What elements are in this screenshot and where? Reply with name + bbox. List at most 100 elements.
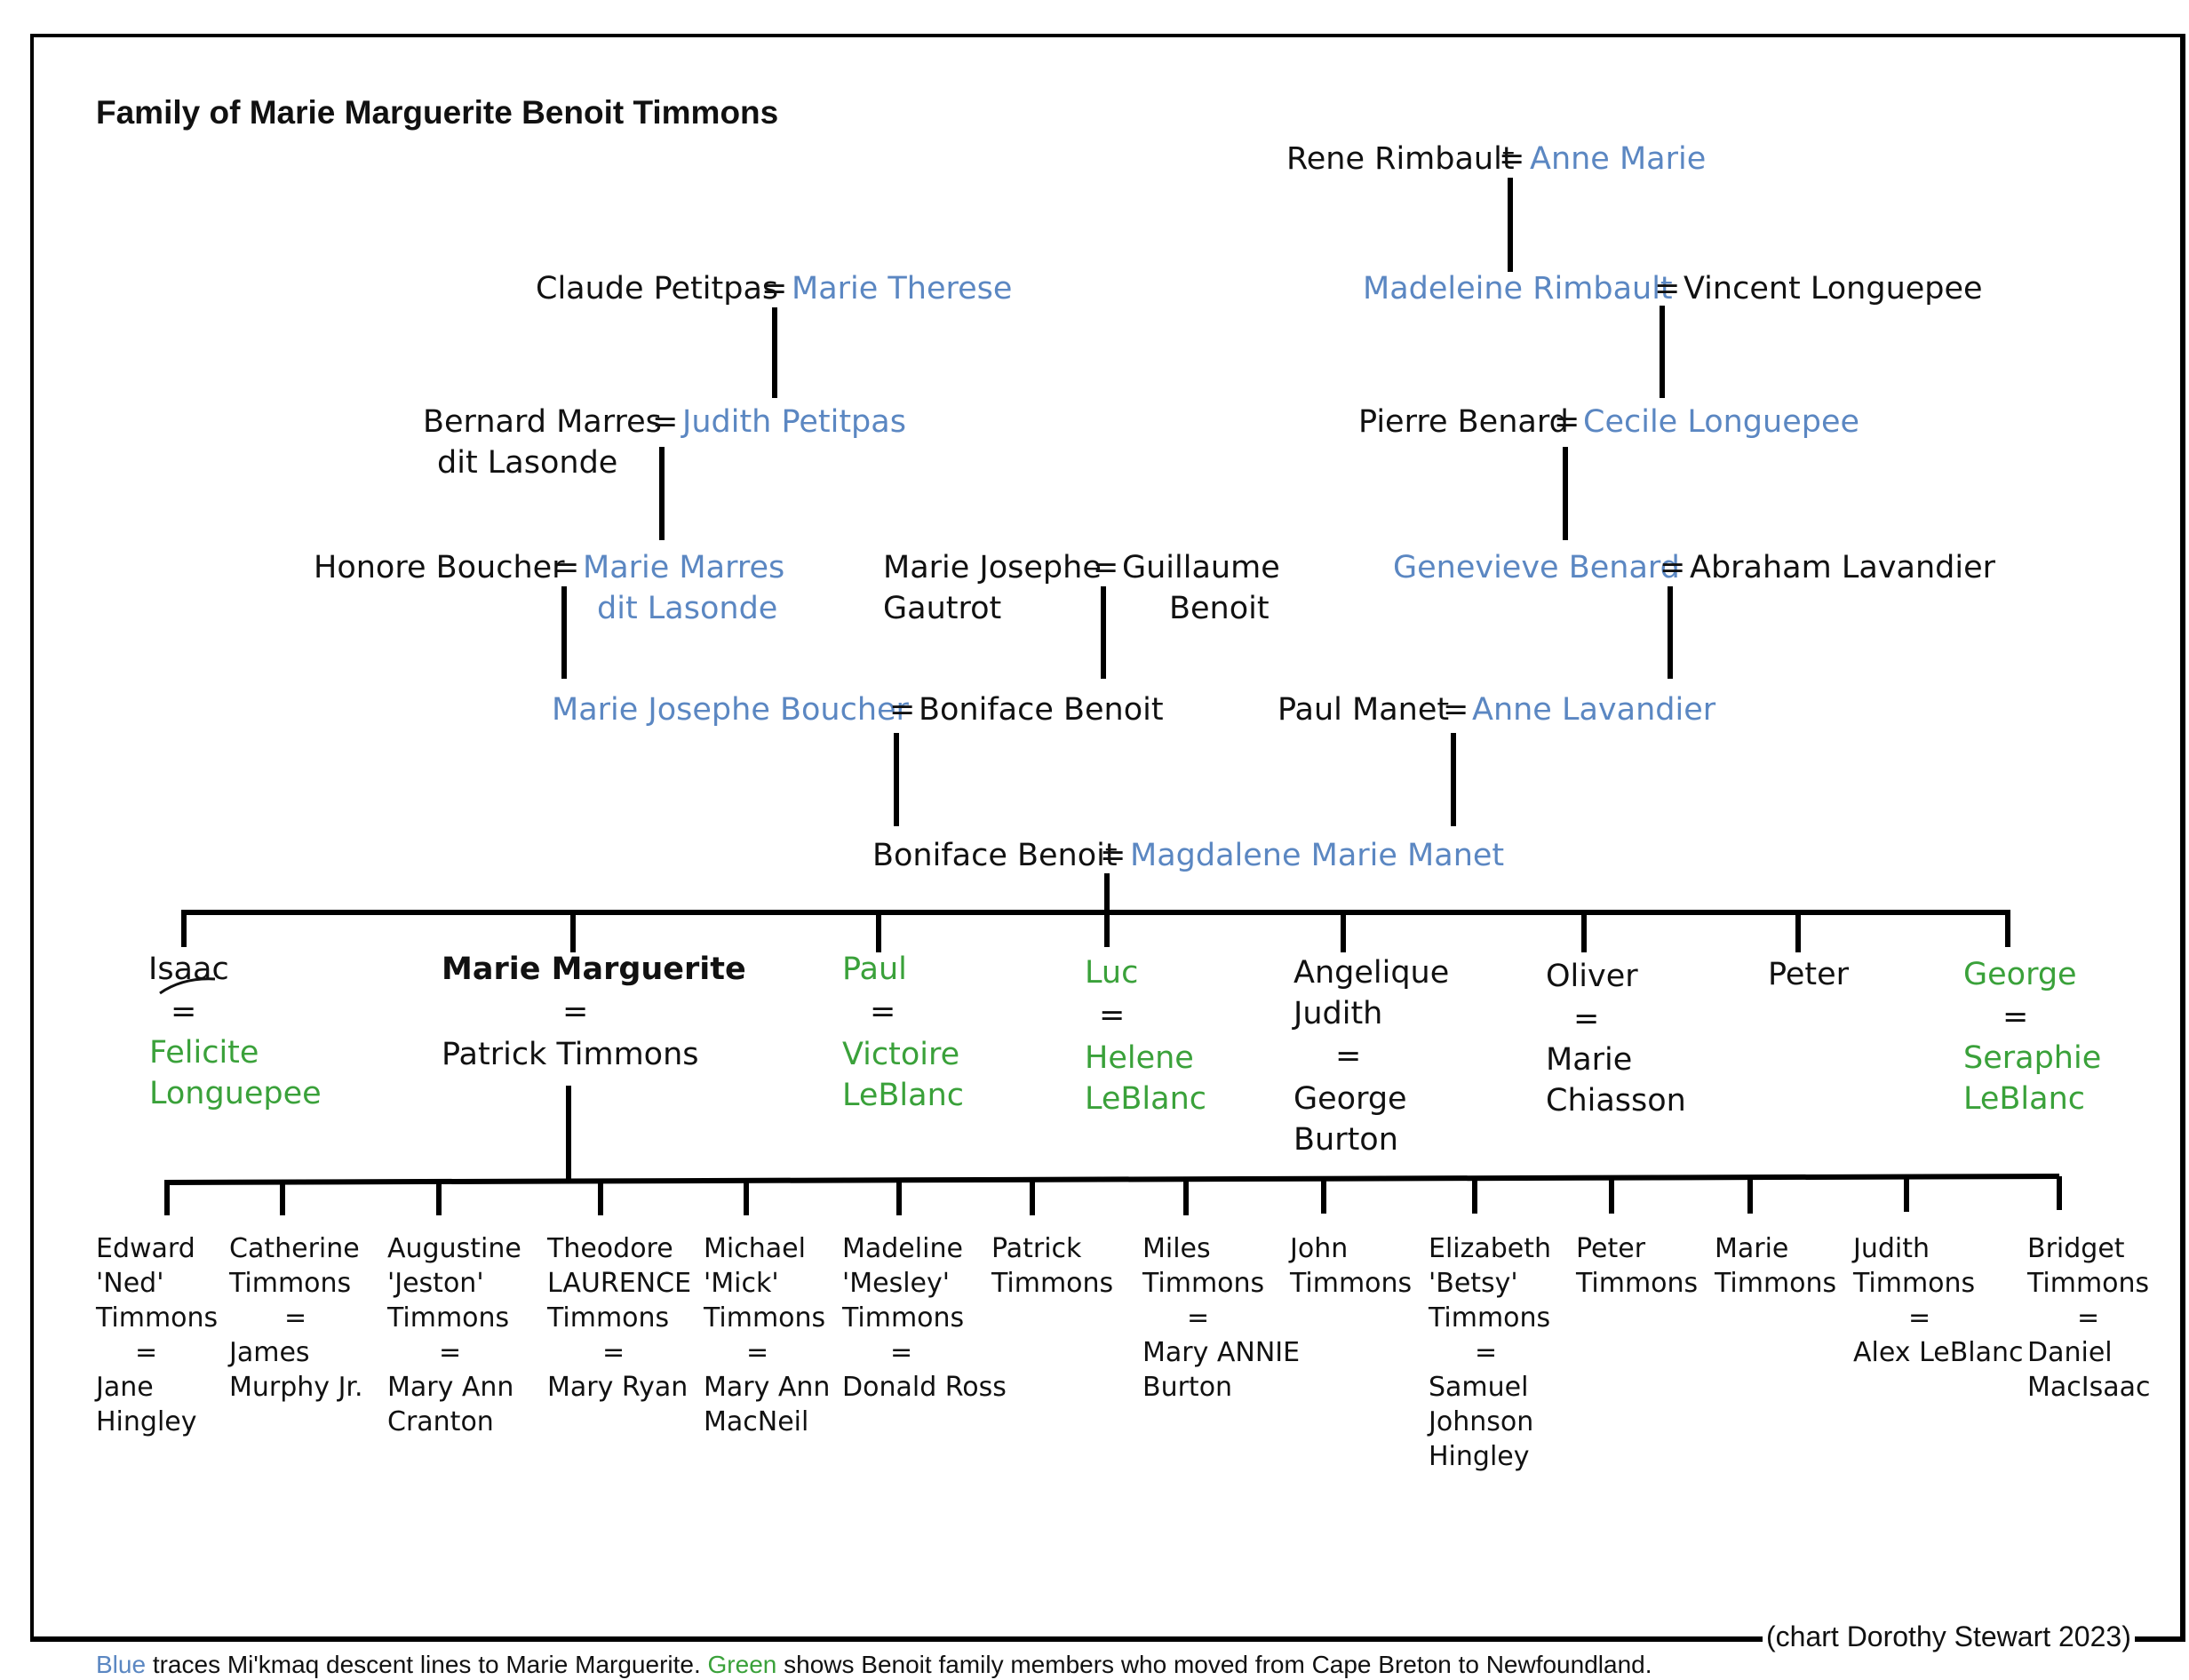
child-name-line: Michael: [704, 1233, 806, 1264]
sibling-judith: Judith: [1294, 996, 1383, 1031]
marriage-sign: =: [1187, 1302, 1210, 1334]
child-name-line: Samuel: [1429, 1372, 1529, 1403]
person-benoit: Benoit: [1169, 591, 1270, 626]
child-name-line: Miles: [1142, 1233, 1211, 1264]
child-name-line: Madeline: [842, 1233, 963, 1264]
sibling-luc: Luc: [1085, 955, 1139, 991]
child-name-line: MacNeil: [704, 1406, 809, 1437]
child-name-line: Mary Ryan: [547, 1372, 689, 1403]
marriage-sign: =: [1100, 838, 1126, 873]
child-name-line: Johnson: [1429, 1406, 1534, 1437]
marriage-sign: =: [889, 692, 916, 728]
child-name-line: 'Mick': [704, 1268, 779, 1299]
marriage-sign: =: [890, 1337, 913, 1368]
child-name-line: Cranton: [387, 1406, 494, 1437]
person-gautrot: Gautrot: [883, 591, 1002, 626]
marriage-sign: =: [1335, 1039, 1362, 1074]
person-marie-josephe-gautrot: Marie Josephe: [883, 550, 1102, 585]
person-marie-therese: Marie Therese: [792, 271, 1013, 307]
marriage-sign: =: [1554, 404, 1580, 440]
legend-green-text: shows Benoit family members who moved fr…: [776, 1651, 1652, 1678]
child-name-line: Timmons: [387, 1302, 510, 1334]
child-name-line: Edward: [96, 1233, 195, 1264]
spouse-leblanc: LeBlanc: [1085, 1081, 1207, 1117]
sibling-paul: Paul: [842, 951, 907, 987]
child-name-line: Daniel: [2027, 1337, 2113, 1368]
child-name-line: Catherine: [229, 1233, 360, 1264]
legend-green-word: Green: [707, 1651, 777, 1678]
child-name-line: Hingley: [96, 1406, 197, 1437]
marriage-sign: =: [602, 1337, 625, 1368]
marriage-sign: =: [1660, 550, 1686, 585]
person-cecile-longuepee: Cecile Longuepee: [1583, 404, 1860, 440]
person-paul-manet: Paul Manet: [1278, 692, 1450, 728]
spouse-burton: Burton: [1294, 1122, 1398, 1158]
person-marie-marres: Marie Marres: [583, 550, 785, 585]
child-name-line: Judith: [1853, 1233, 1930, 1264]
chart-frame: [30, 34, 2185, 1642]
child-name-line: Murphy Jr.: [229, 1372, 363, 1403]
chart-title: Family of Marie Marguerite Benoit Timmon…: [96, 94, 779, 131]
child-name-line: James: [229, 1337, 310, 1368]
child-name-line: Mary ANNIE: [1142, 1337, 1301, 1368]
child-name-line: Burton: [1142, 1372, 1233, 1403]
child-name-line: 'Jeston': [387, 1268, 484, 1299]
child-name-line: Timmons: [1429, 1302, 1551, 1334]
child-name-line: Timmons: [842, 1302, 965, 1334]
child-name-line: MacIsaac: [2027, 1372, 2151, 1403]
child-name-line: Elizabeth: [1429, 1233, 1552, 1264]
child-name-line: LAURENCE: [547, 1268, 692, 1299]
sibling-marie-marguerite: Marie Marguerite: [442, 951, 746, 987]
spouse-marie: Marie: [1546, 1042, 1633, 1078]
child-name-line: Mary Ann: [704, 1372, 831, 1403]
person-madeleine-rimbault: Madeleine Rimbault: [1363, 271, 1673, 307]
marriage-sign: =: [1499, 141, 1525, 177]
marriage-sign: =: [1099, 998, 1126, 1033]
marriage-sign: =: [652, 404, 679, 440]
marriage-sign: =: [562, 994, 589, 1030]
child-name-line: Marie: [1715, 1233, 1789, 1264]
person-honore-boucher: Honore Boucher: [314, 550, 565, 585]
marriage-sign: =: [1908, 1302, 1931, 1334]
marriage-sign: =: [870, 994, 896, 1030]
spouse-patrick-timmons: Patrick Timmons: [442, 1037, 699, 1072]
child-name-line: Donald Ross: [842, 1372, 1007, 1403]
children-bar: [163, 1174, 2060, 1185]
marriage-sign: =: [553, 550, 580, 585]
person-bernard-marres-dit: dit Lasonde: [437, 445, 618, 481]
chart-credit: (chart Dorothy Stewart 2023): [1763, 1620, 2135, 1653]
person-anne-marie: Anne Marie: [1530, 141, 1707, 177]
marriage-sign: =: [284, 1302, 307, 1334]
child-name-line: 'Ned': [96, 1268, 164, 1299]
child-name-line: Mary Ann: [387, 1372, 514, 1403]
sibling-george: George: [1963, 957, 2077, 992]
child-name-line: Timmons: [1142, 1268, 1265, 1299]
marriage-sign: =: [135, 1337, 158, 1368]
spouse-chiasson: Chiasson: [1546, 1083, 1686, 1119]
marriage-sign: =: [761, 271, 788, 307]
person-marie-josephe-boucher: Marie Josephe Boucher: [552, 692, 909, 728]
child-name-line: Timmons: [991, 1268, 1114, 1299]
person-boniface-benoit-sr: Boniface Benoit: [919, 692, 1164, 728]
person-magdalene-marie-manet: Magdalene Marie Manet: [1130, 838, 1505, 873]
person-abraham-lavandier: Abraham Lavandier: [1690, 550, 1996, 585]
child-name-line: Timmons: [229, 1268, 352, 1299]
spouse-leblanc: LeBlanc: [1963, 1081, 2086, 1117]
child-name-line: Peter: [1576, 1233, 1646, 1264]
child-name-line: 'Betsy': [1429, 1268, 1518, 1299]
person-genevieve-benard: Genevieve Benard: [1393, 550, 1680, 585]
legend: Blue traces Mi'kmaq descent lines to Mar…: [96, 1651, 1652, 1679]
child-name-line: Augustine: [387, 1233, 521, 1264]
person-vincent-longuepee: Vincent Longuepee: [1684, 271, 1983, 307]
child-name-line: Timmons: [96, 1302, 219, 1334]
spouse-helene: Helene: [1085, 1040, 1194, 1076]
child-name-line: Timmons: [1853, 1268, 1976, 1299]
legend-blue-word: Blue: [96, 1651, 147, 1678]
person-judith-petitpas: Judith Petitpas: [682, 404, 906, 440]
person-boniface-benoit: Boniface Benoit: [872, 838, 1118, 873]
child-name-line: Alex LeBlanc: [1853, 1337, 2024, 1368]
spouse-george: George: [1294, 1081, 1407, 1117]
legend-blue-text: traces Mi'kmaq descent lines to Marie Ma…: [146, 1651, 708, 1678]
marriage-sign: =: [2002, 999, 2029, 1035]
